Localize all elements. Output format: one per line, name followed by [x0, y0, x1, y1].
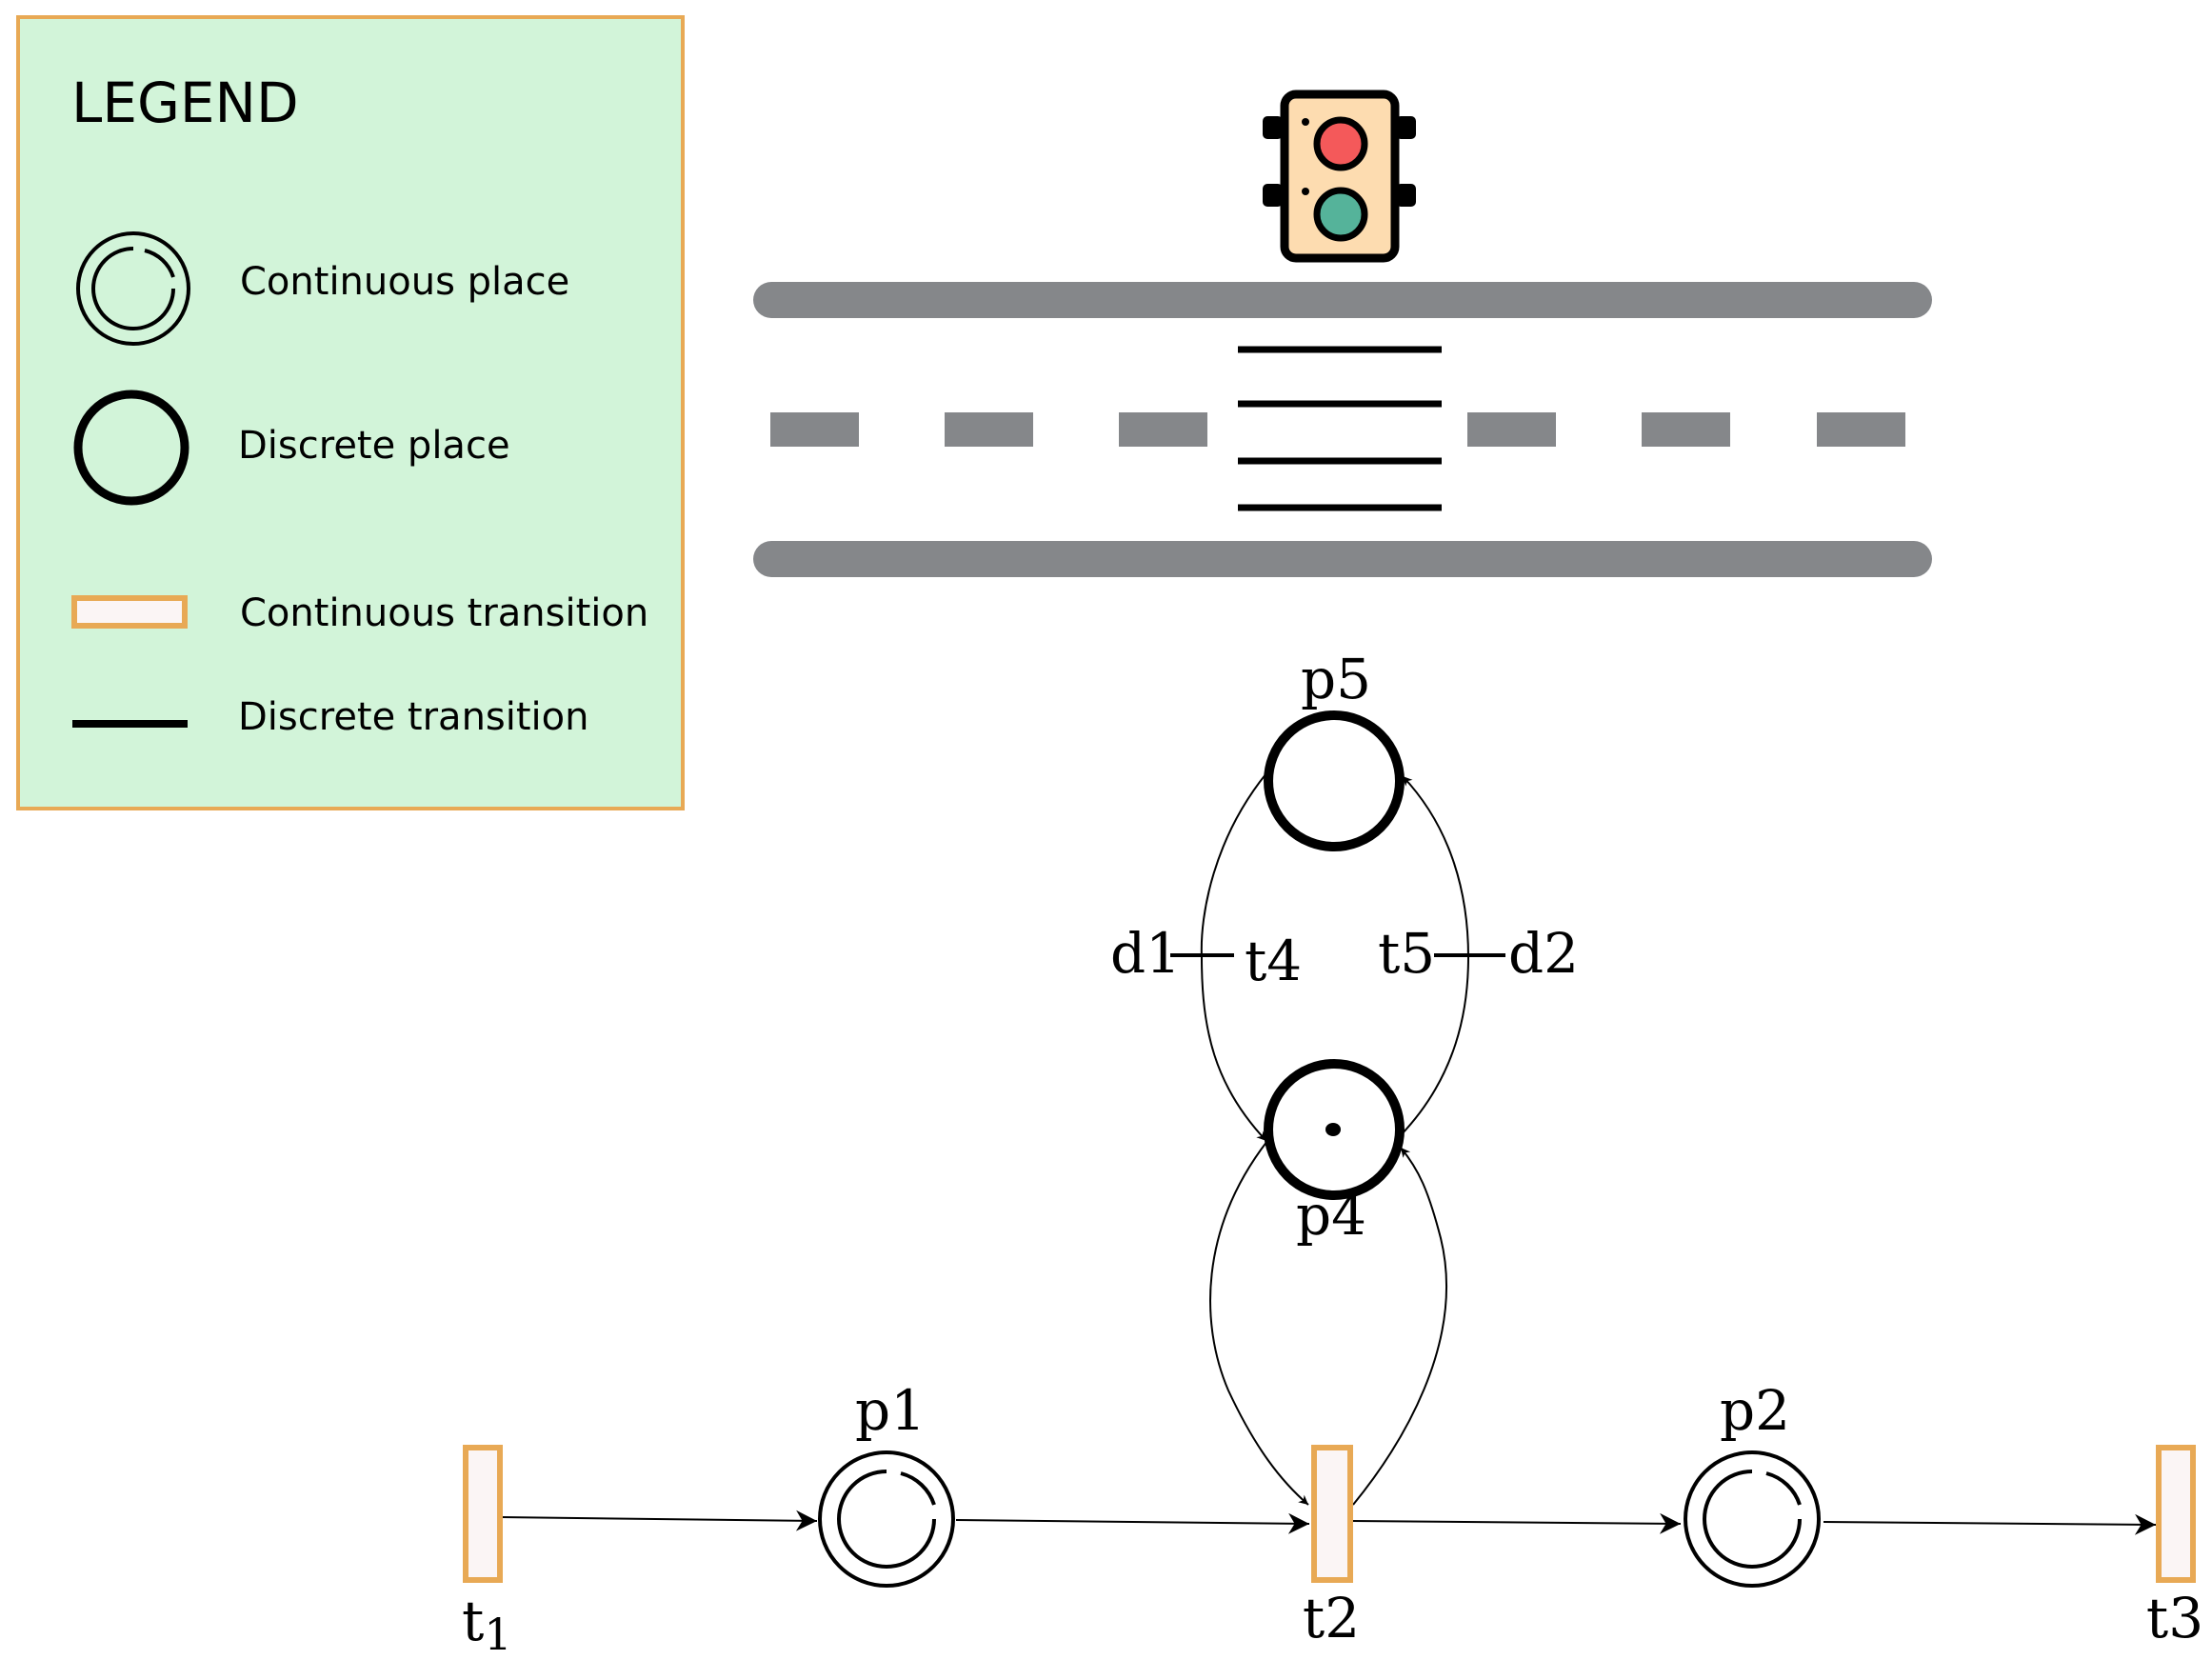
place-p1 — [818, 1450, 955, 1588]
arc-p1-t2 — [955, 1512, 1310, 1534]
label-t1: t1 — [462, 1589, 512, 1660]
legend-continuous-place-symbol — [76, 231, 190, 346]
label-d2: d2 — [1508, 921, 1579, 986]
legend-box — [16, 15, 685, 810]
label-t5: t5 — [1378, 921, 1435, 986]
petri-net: p5 p4 p1 p2 t1 t2 t3 d1 t4 t5 d2 — [462, 647, 2203, 1660]
transition-t3 — [2156, 1445, 2196, 1583]
lane-divider-dashes — [770, 412, 1905, 447]
token — [1325, 1123, 1341, 1136]
label-d1: d1 — [1110, 921, 1181, 986]
legend-continuous-transition-symbol — [71, 595, 188, 629]
place-p5 — [1264, 710, 1405, 851]
legend-label-discrete-transition: Discrete transition — [238, 695, 589, 739]
label-t4: t4 — [1245, 929, 1302, 993]
traffic-light-icon — [1263, 90, 1416, 263]
legend-label-continuous-transition: Continuous transition — [240, 591, 648, 635]
arc-t1-p1 — [500, 1510, 818, 1531]
transition-t2 — [1311, 1445, 1353, 1583]
label-p5: p5 — [1301, 647, 1371, 711]
label-p2: p2 — [1720, 1378, 1790, 1443]
arc-p2-t3 — [1823, 1513, 2157, 1535]
legend-title: LEGEND — [71, 70, 299, 135]
label-p4: p4 — [1296, 1183, 1366, 1248]
place-p2 — [1684, 1450, 1821, 1588]
road-illustration — [753, 90, 1932, 577]
legend: LEGEND Continuous place Discrete place C… — [16, 15, 685, 810]
legend-label-continuous-place: Continuous place — [240, 260, 569, 304]
arc-t2-p4 — [1352, 1147, 1447, 1506]
arc-t2-p2 — [1351, 1512, 1682, 1534]
label-p1: p1 — [855, 1378, 926, 1443]
crosswalk — [1238, 346, 1442, 511]
legend-label-discrete-place: Discrete place — [238, 424, 510, 468]
transition-t1 — [463, 1445, 503, 1583]
label-t2: t2 — [1303, 1586, 1360, 1650]
place-p4 — [1264, 1059, 1405, 1200]
label-t3: t3 — [2146, 1586, 2203, 1650]
legend-discrete-place-symbol — [73, 390, 189, 506]
arc-p4-t2 — [1209, 1140, 1309, 1506]
